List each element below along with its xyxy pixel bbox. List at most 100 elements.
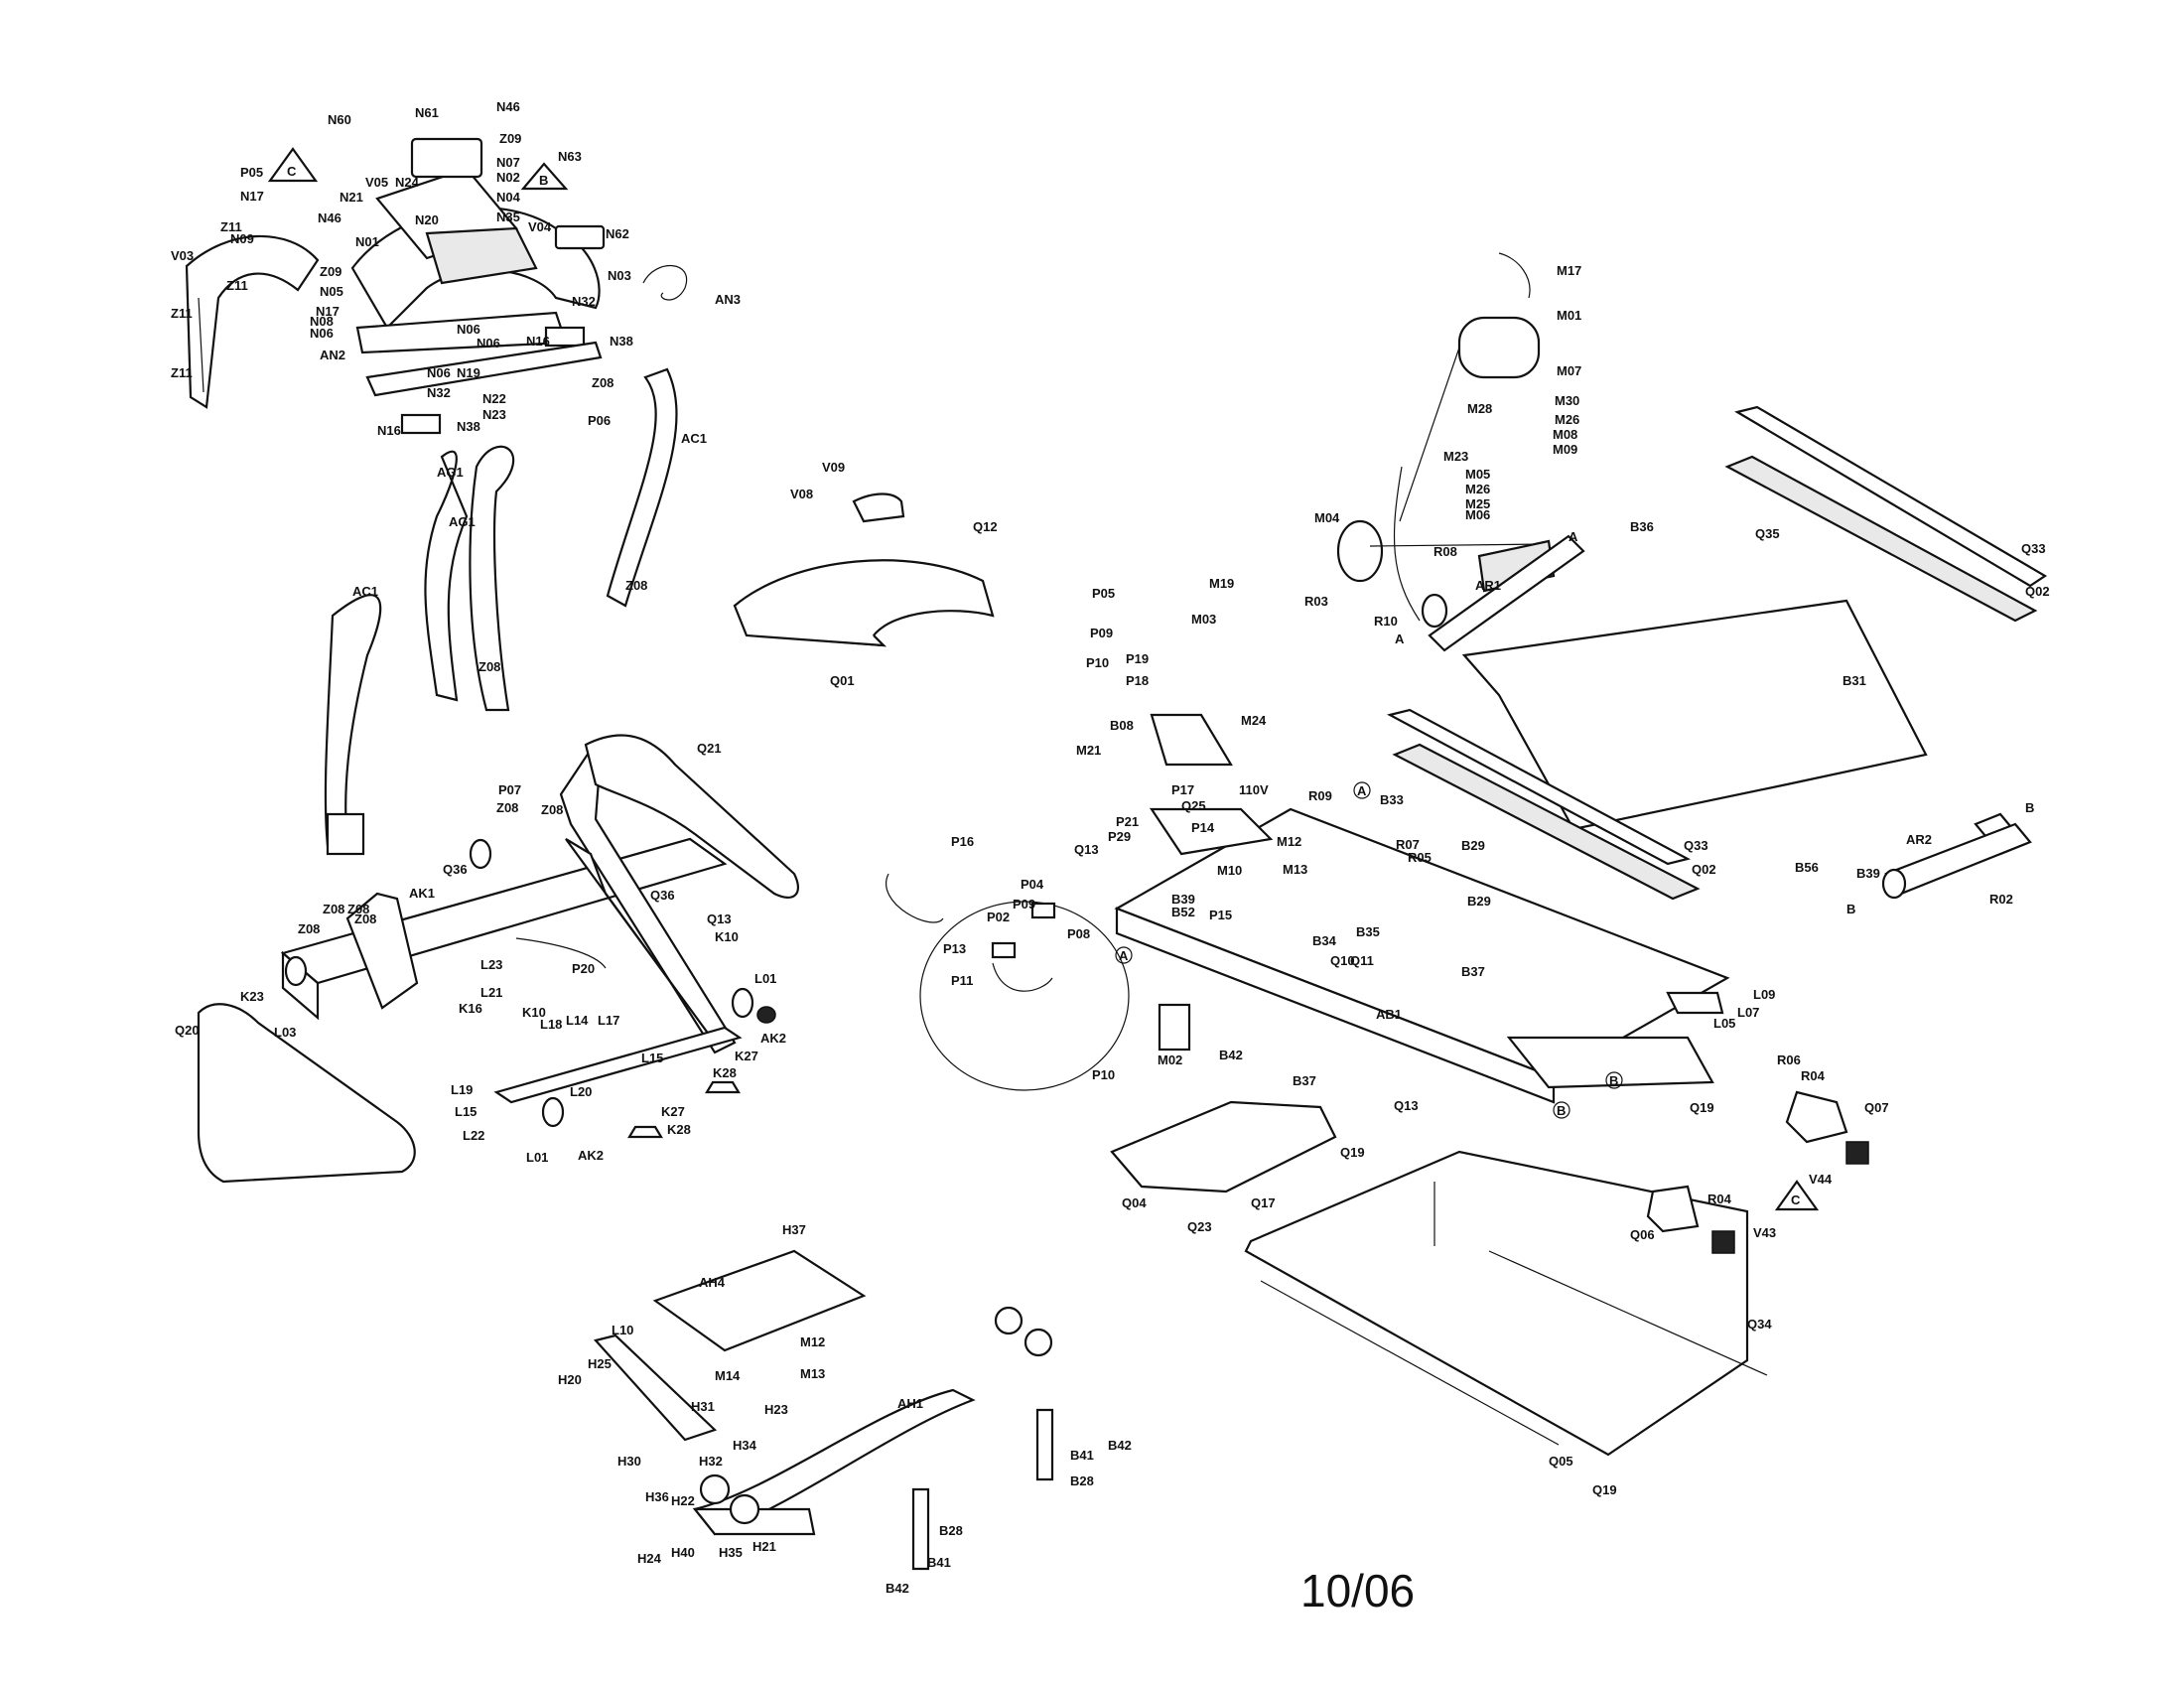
part-callout-n35: N35: [496, 210, 520, 224]
part-callout-b42: B42: [1108, 1438, 1132, 1453]
part-callout-b08: B08: [1110, 718, 1134, 733]
part-callout-k10: K10: [522, 1005, 546, 1020]
part-callout-v05: V05: [365, 175, 388, 190]
part-callout-q12: Q12: [973, 519, 998, 534]
part-callout-q11: Q11: [1350, 953, 1374, 968]
part-callout-z08: Z08: [298, 921, 320, 936]
part-callout-ak2: AK2: [760, 1031, 786, 1046]
part-callout-r03: R03: [1304, 594, 1328, 609]
part-callout-v09: V09: [822, 460, 845, 475]
date-label: 10/06: [1300, 1565, 1415, 1616]
part-callout-ag1: AG1: [437, 465, 464, 480]
part-callout-b42: B42: [1219, 1048, 1243, 1062]
part-callout-h21: H21: [752, 1539, 776, 1554]
part-callout-q05: Q05: [1549, 1454, 1573, 1469]
part-callout-h32: H32: [699, 1454, 723, 1469]
part-callout-b41: B41: [1070, 1448, 1094, 1463]
part-callout-l07: L07: [1737, 1005, 1759, 1020]
part-callout-m19: M19: [1209, 576, 1234, 591]
part-callout-l17: L17: [598, 1013, 619, 1028]
part-callout-h23: H23: [764, 1402, 788, 1417]
flag-label: B: [539, 173, 548, 188]
part-callout-l22: L22: [463, 1128, 484, 1143]
part-callout-v43: V43: [1753, 1225, 1776, 1240]
part-callout-n22: N22: [482, 391, 506, 406]
part-callout-q10: Q10: [1330, 953, 1355, 968]
part-callout-h36: H36: [645, 1489, 669, 1504]
section-marker: B: [1846, 902, 1855, 916]
part-callout-p07: P07: [498, 782, 521, 797]
part-callout-q23: Q23: [1187, 1219, 1212, 1234]
part-callout-b37: B37: [1461, 964, 1485, 979]
part-callout-n46: N46: [496, 99, 520, 114]
part-callout-n38: N38: [610, 334, 633, 349]
part-callout-h31: H31: [691, 1399, 715, 1414]
part-callout-h24: H24: [637, 1551, 662, 1566]
part-callout-p05: P05: [240, 165, 263, 180]
part-callout-r06: R06: [1777, 1052, 1801, 1067]
part-callout-l15: L15: [455, 1104, 477, 1119]
part-callout-n01: N01: [355, 234, 379, 249]
part-callout-n06: N06: [477, 336, 500, 351]
part-callout-n06: N06: [427, 365, 451, 380]
circled-markers: A A B B: [1115, 781, 1623, 1119]
part-callout-n62: N62: [606, 226, 629, 241]
part-callout-v03: V03: [171, 248, 194, 263]
part-callout-b37: B37: [1293, 1073, 1316, 1088]
motor-assembly: [1336, 252, 1585, 652]
part-callout-m12: M12: [1277, 834, 1301, 849]
part-callout-l18: L18: [540, 1017, 562, 1032]
part-callout-z08: Z08: [323, 902, 344, 916]
part-callout-r04: R04: [1707, 1192, 1732, 1206]
part-callout-m07: M07: [1557, 363, 1581, 378]
circled-marker: B: [1557, 1103, 1566, 1118]
part-callout-p20: P20: [572, 961, 595, 976]
part-callout-m03: M03: [1191, 612, 1216, 627]
part-callout-ag1: AG1: [449, 514, 476, 529]
part-callout-n06: N06: [310, 326, 334, 341]
part-callout-l19: L19: [451, 1082, 473, 1097]
part-callout-q17: Q17: [1251, 1195, 1276, 1210]
part-callout-q19: Q19: [1340, 1145, 1365, 1160]
part-callout-h35: H35: [719, 1545, 743, 1560]
part-callout-k16: K16: [459, 1001, 482, 1016]
part-callout-z09: Z09: [320, 264, 341, 279]
part-callout-z08: Z08: [541, 802, 563, 817]
part-callout-n32: N32: [427, 385, 451, 400]
section-marker: A: [1395, 632, 1405, 646]
part-callout-k10: K10: [715, 929, 739, 944]
part-callout-p19: P19: [1126, 651, 1149, 666]
part-callout-v08: V08: [790, 487, 813, 501]
part-callout-an2: AN2: [320, 348, 345, 362]
wiring-inset: [886, 873, 1130, 1091]
part-callout-b28: B28: [1070, 1474, 1094, 1488]
part-callout-q13: Q13: [707, 912, 732, 926]
part-callout-h34: H34: [733, 1438, 757, 1453]
part-callout-l10: L10: [612, 1323, 633, 1337]
part-callout-q07: Q07: [1864, 1100, 1889, 1115]
part-callout-l01: L01: [754, 971, 776, 986]
part-callout-p21: P21: [1116, 814, 1139, 829]
part-callout-q13: Q13: [1394, 1098, 1419, 1113]
part-callout-z11: Z11: [220, 219, 242, 234]
part-callout-z08: Z08: [354, 912, 376, 926]
part-callout-q34: Q34: [1747, 1317, 1772, 1332]
part-callout-m30: M30: [1555, 393, 1579, 408]
part-callout-b52: B52: [1171, 905, 1195, 919]
console-assembly: [185, 137, 688, 856]
part-callout-n16: N16: [526, 334, 550, 349]
part-callout-b29: B29: [1467, 894, 1491, 909]
part-callout-ah4: AH4: [699, 1275, 726, 1290]
part-callout-m24: M24: [1241, 713, 1267, 728]
part-callout-p16: P16: [951, 834, 974, 849]
part-callout-an3: AN3: [715, 292, 741, 307]
part-callout-m04: M04: [1314, 510, 1340, 525]
part-callout-z08: Z08: [592, 375, 614, 390]
part-callout-q19: Q19: [1690, 1100, 1714, 1115]
part-callout-k27: K27: [661, 1104, 685, 1119]
part-callout-n63: N63: [558, 149, 582, 164]
part-callout-n02: N02: [496, 170, 520, 185]
part-callout-z08: Z08: [625, 578, 647, 593]
part-callout-q02: Q02: [2025, 584, 2050, 599]
circled-marker: B: [1609, 1073, 1618, 1088]
